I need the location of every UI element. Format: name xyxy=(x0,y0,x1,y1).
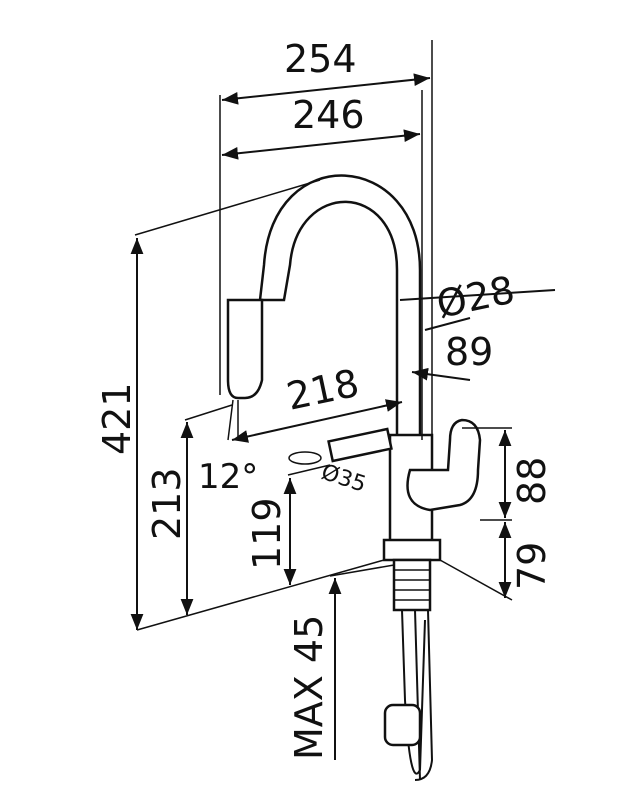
dim-119: 119 xyxy=(245,497,289,570)
hole-marker xyxy=(288,451,322,465)
pullout-spray-head xyxy=(226,298,264,400)
threaded-shank xyxy=(392,558,432,612)
supply-hoses xyxy=(401,609,434,781)
dim-89: 89 xyxy=(445,330,493,374)
hose-weight xyxy=(383,703,422,747)
dim-88: 88 xyxy=(510,457,554,505)
dim-246: 246 xyxy=(292,93,365,137)
gooseneck-spout xyxy=(258,174,422,442)
dim-254: 254 xyxy=(284,37,357,81)
faucet-base xyxy=(382,538,442,562)
lever-handle xyxy=(406,418,482,512)
faucet-outline xyxy=(226,174,482,781)
dim-421: 421 xyxy=(95,382,139,455)
dim-max45: MAX 45 xyxy=(287,615,331,760)
deck-hole xyxy=(327,427,393,463)
dim-12-deg: 12° xyxy=(198,457,258,497)
dim-218: 218 xyxy=(283,361,363,419)
dim-79: 79 xyxy=(510,542,554,590)
dim-213: 213 xyxy=(145,467,189,540)
dim-d28: Ø28 xyxy=(433,267,519,326)
